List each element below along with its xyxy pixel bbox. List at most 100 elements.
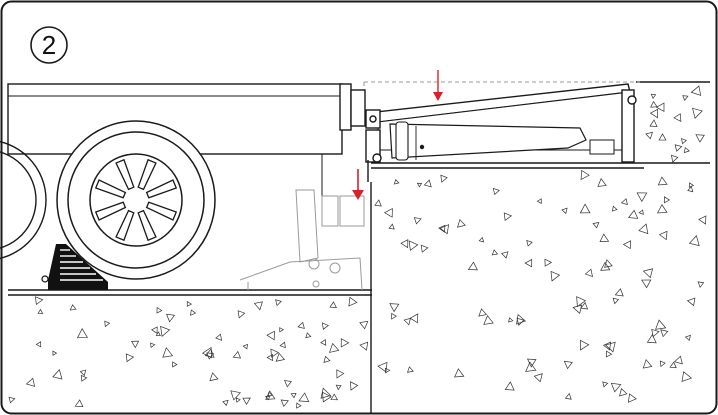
concrete-speck — [602, 341, 612, 351]
concrete-speck — [516, 313, 527, 325]
concrete-speck — [597, 177, 607, 187]
concrete-speck — [688, 235, 700, 247]
concrete-speck — [655, 102, 665, 112]
concrete-speck — [657, 176, 668, 186]
concrete-speck — [237, 310, 246, 319]
concrete-speck — [600, 261, 611, 271]
concrete-speck — [320, 387, 332, 399]
concrete-speck — [604, 259, 613, 268]
concrete-speck — [599, 233, 610, 242]
concrete-speck — [279, 341, 286, 349]
down-arrow-icon — [433, 70, 443, 101]
concrete-speck — [266, 330, 275, 341]
concrete-speck — [592, 222, 600, 229]
wheel-spoke-slot — [137, 209, 157, 242]
concrete-speck — [478, 236, 485, 243]
concrete-speck — [201, 346, 212, 359]
wheel-chock-handle — [41, 275, 49, 283]
leveler-hinge-bracket — [395, 121, 409, 161]
concrete-speck — [284, 380, 292, 388]
concrete-speck — [296, 402, 302, 409]
ground-lines — [8, 81, 710, 413]
leveler-pit-bracket — [589, 139, 615, 155]
concrete-speck — [156, 306, 163, 314]
concrete-speck — [524, 258, 533, 268]
gear-hub-2 — [329, 262, 341, 274]
leveler-rivet — [419, 144, 425, 150]
concrete-speck — [673, 355, 683, 365]
concrete-speck — [232, 350, 242, 359]
concrete-speck — [695, 134, 705, 143]
concrete-speck — [321, 322, 329, 330]
concrete-speck — [687, 185, 694, 193]
concrete-speck — [456, 218, 466, 228]
concrete-speck — [253, 301, 263, 311]
concrete-speck — [572, 304, 583, 314]
concrete-speck — [297, 321, 305, 329]
rear-frame — [239, 257, 363, 291]
concrete-speck — [642, 358, 653, 369]
concrete-speck — [454, 368, 465, 378]
concrete-speck — [671, 154, 679, 163]
concrete-speck — [641, 279, 652, 289]
wheel-spoke-slot — [115, 209, 135, 242]
concrete-speck — [669, 361, 677, 369]
concrete-speck — [483, 315, 494, 325]
concrete-speck — [525, 361, 537, 372]
wheel-spoke-slot — [137, 158, 157, 191]
front-toe-guard-pin — [372, 153, 382, 163]
concrete-speck — [383, 208, 393, 218]
concrete-speck — [423, 179, 432, 188]
concrete-speck — [235, 397, 241, 403]
concrete-speck — [663, 196, 671, 204]
concrete-speck — [584, 268, 593, 278]
concrete-speck — [627, 209, 639, 219]
concrete-speck — [642, 268, 654, 279]
concrete-speck — [215, 333, 223, 341]
concrete-speck — [660, 329, 669, 338]
step-number: 2 — [42, 30, 56, 60]
rear-wheel — [0, 140, 47, 260]
concrete-speck — [420, 244, 429, 253]
concrete-speck — [610, 382, 622, 393]
concrete-speck — [638, 223, 649, 235]
concrete-speck — [76, 327, 89, 339]
concrete-speck — [686, 297, 696, 307]
concrete-speck — [504, 381, 515, 391]
concrete-speck — [650, 100, 658, 108]
concrete-speck — [561, 207, 568, 215]
concrete-speck — [690, 85, 702, 96]
landing-gear-assembly — [239, 189, 365, 291]
concrete-speck — [222, 399, 229, 407]
landing-gear-plate — [321, 195, 339, 227]
leveler-beam — [389, 123, 587, 159]
concrete-speck — [172, 361, 178, 368]
concrete-speck — [242, 343, 248, 350]
concrete-speck — [698, 215, 707, 225]
concrete-speck — [52, 369, 63, 380]
concrete-speck — [348, 296, 358, 307]
wheel-spoke-slot — [94, 201, 127, 221]
concrete-speck — [323, 355, 331, 363]
concrete-speck — [622, 240, 631, 250]
concrete-speck — [305, 332, 312, 339]
concrete-speck — [649, 119, 658, 127]
concrete-speck — [503, 212, 513, 222]
concrete-speck — [416, 182, 423, 188]
concrete-speck — [526, 239, 533, 247]
concrete-speck — [681, 138, 687, 145]
concrete-speck — [413, 217, 422, 225]
concrete-speck — [580, 339, 590, 351]
concrete-speck — [580, 301, 589, 310]
landing-gear-leg — [295, 189, 319, 263]
trailer-bumper — [339, 83, 352, 131]
step-badge-circle — [30, 26, 68, 64]
wheel-spoke-slot — [145, 179, 178, 199]
concrete-speck — [79, 369, 87, 377]
concrete-speck — [508, 317, 514, 323]
concrete-speck — [659, 360, 666, 368]
concrete-speck — [579, 203, 591, 214]
concrete-speck — [125, 353, 135, 363]
